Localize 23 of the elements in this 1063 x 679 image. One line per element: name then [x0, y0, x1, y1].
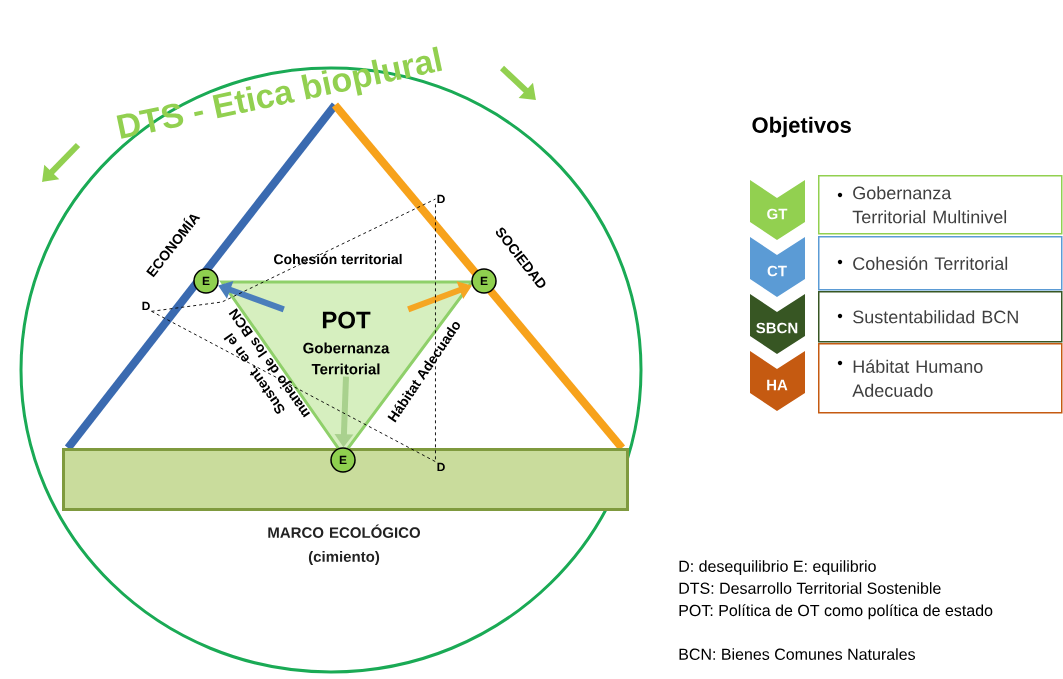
note: DTS: Desarrollo Territorial Sostenible	[679, 582, 941, 594]
side-label: Cohesión territorial	[274, 253, 402, 265]
objective-tab: CT	[750, 237, 805, 297]
point-label: D	[437, 462, 445, 472]
objective-tab: HA	[750, 351, 805, 411]
point-label: D	[437, 194, 445, 204]
objective-box: Sustentabilidad BCN	[818, 291, 1063, 343]
note: POT: Política de OT como política de estado	[679, 604, 993, 620]
note: D: desequilibrio E: equilibrio	[679, 560, 876, 576]
title: DTS - Etica bioplural	[116, 46, 443, 139]
note: BCN: Bienes Comunes Naturales	[679, 648, 915, 660]
point-label: D	[142, 301, 150, 311]
objective-box: Gobernanza Territorial Multinivel	[818, 175, 1063, 235]
heading: Objetivos	[752, 116, 851, 138]
objective-box: Cohesión Territorial	[818, 236, 1063, 291]
node-label: MARCO ECOLÓGICO (cimiento)	[268, 524, 421, 565]
center-label: POT Gobernanza Territorial	[303, 311, 390, 375]
objective-tab: GT	[750, 180, 805, 240]
objective-box: Hábitat Humano Adecuado	[818, 343, 1063, 414]
dashed-line	[151, 198, 436, 312]
dashed-line	[151, 310, 436, 463]
objective-tab: SBCN	[750, 294, 805, 354]
dashed-line	[435, 203, 436, 463]
